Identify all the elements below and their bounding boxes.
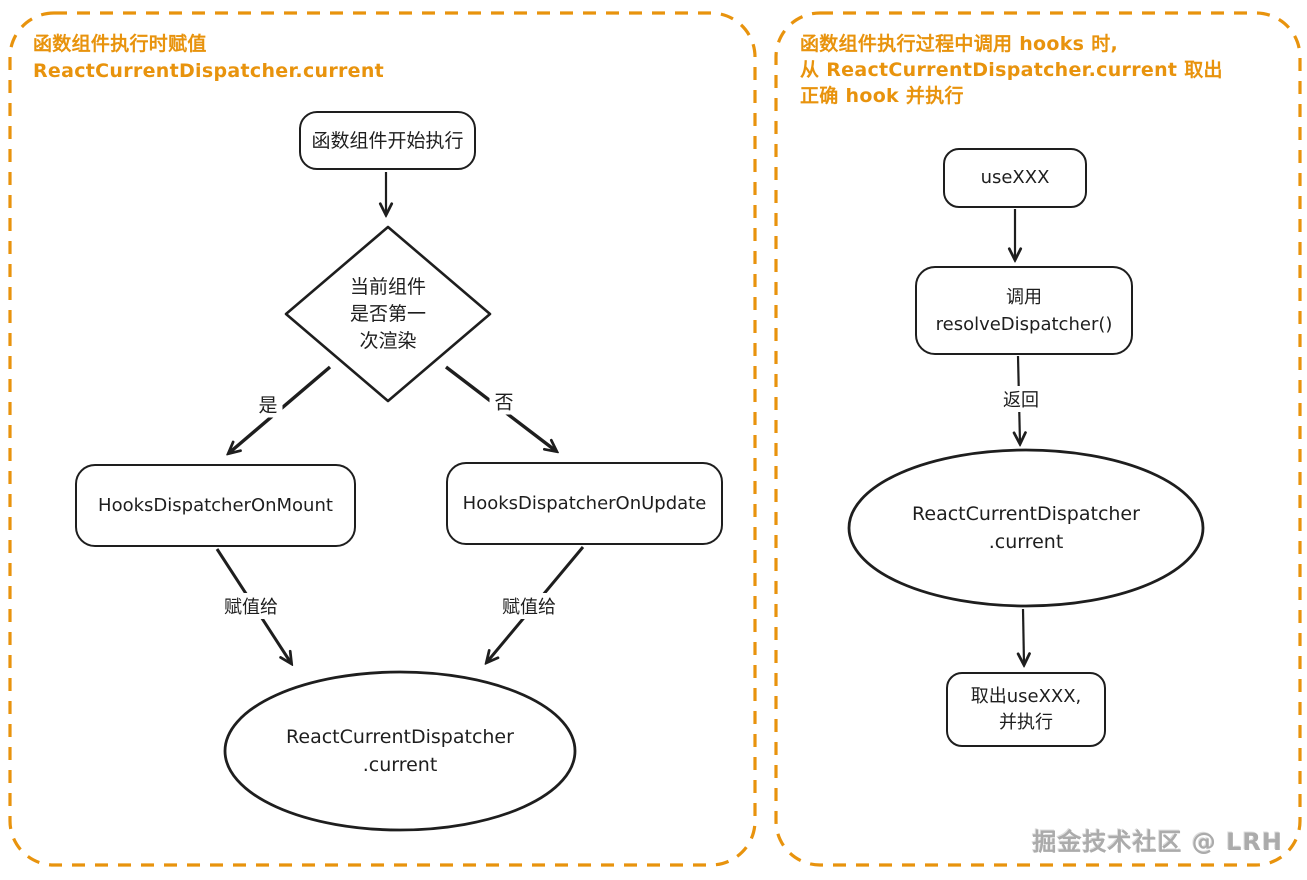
right-panel-title: 函数组件执行过程中调用 hooks 时, 从 ReactCurrentDispa… [800,31,1223,109]
execute-line-2: 并执行 [999,711,1053,733]
right-title-line-1: 函数组件执行过程中调用 hooks 时, [800,33,1119,55]
edge-label-assign-right: 赋值给 [497,593,561,619]
edge-label-return: 返回 [998,386,1044,412]
dispatcher-right-line-2: .current [988,531,1064,553]
dispatcher-left-line-2: .current [362,754,438,776]
left-title-line-2: ReactCurrentDispatcher.current [33,60,385,82]
node-usexxx: useXXX [943,148,1087,208]
node-mount-label: HooksDispatcherOnMount [98,494,333,516]
left-panel-border [8,11,757,867]
node-resolve-dispatcher: 调用 resolveDispatcher() [915,266,1133,355]
left-panel-title: 函数组件执行时赋值 ReactCurrentDispatcher.current [33,31,384,85]
node-decision-text: 当前组件 是否第一 次渲染 [313,272,463,356]
right-panel-border [774,11,1302,867]
right-title-line-3: 正确 hook 并执行 [800,85,964,107]
node-usexxx-label: useXXX [980,167,1050,188]
decision-line-2: 是否第一 [349,302,426,325]
node-hooks-dispatcher-on-mount: HooksDispatcherOnMount [75,464,356,547]
execute-line-1: 取出useXXX, [970,685,1082,707]
watermark: 掘金技术社区 @ LRH [1032,828,1283,856]
resolve-line-1: 调用 [1006,286,1042,308]
decision-diamond-shape [284,225,492,403]
decision-line-3: 次渲染 [359,329,417,352]
node-dispatcher-right-text: ReactCurrentDispatcher .current [876,499,1176,557]
node-start: 函数组件开始执行 [299,111,476,170]
arrow-dispatcher-to-execute [1023,608,1024,664]
node-start-label: 函数组件开始执行 [311,129,464,152]
dispatcher-ellipse-left-shape [223,670,577,832]
node-dispatcher-left-text: ReactCurrentDispatcher .current [250,722,550,780]
edge-label-assign-left: 赋值给 [219,593,283,619]
resolve-line-2: resolveDispatcher() [935,313,1113,335]
right-title-line-2: 从 ReactCurrentDispatcher.current 取出 [800,59,1223,81]
decision-line-1: 当前组件 [349,275,426,298]
node-hooks-dispatcher-on-update: HooksDispatcherOnUpdate [446,462,723,545]
edge-label-no: 否 [489,387,519,415]
dispatcher-left-line-1: ReactCurrentDispatcher [286,726,514,748]
dispatcher-ellipse-right-shape [847,448,1205,608]
node-execute: 取出useXXX, 并执行 [946,672,1106,747]
node-update-label: HooksDispatcherOnUpdate [462,492,707,514]
dispatcher-right-line-1: ReactCurrentDispatcher [912,503,1140,525]
edge-label-yes: 是 [253,390,283,418]
left-title-line-1: 函数组件执行时赋值 [33,33,207,55]
